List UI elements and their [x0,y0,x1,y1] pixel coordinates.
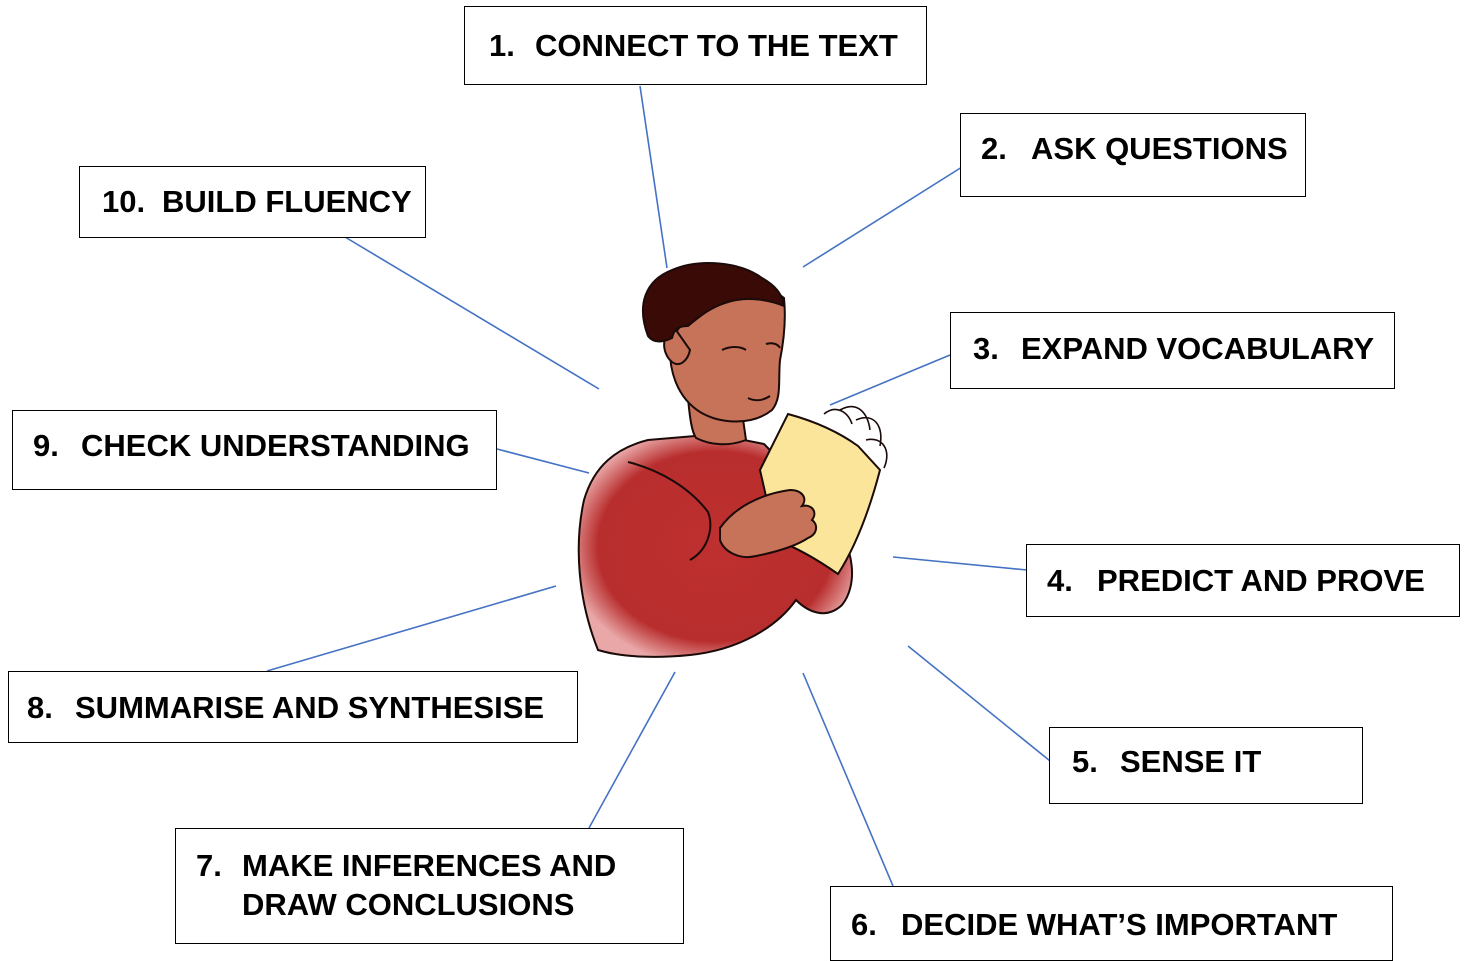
strategy-number-1: 1. [489,28,515,63]
reader-eye-right [765,342,781,349]
reader-mouth [747,395,771,402]
connector-line-4 [892,556,1028,571]
strategy-label-3: EXPAND VOCABULARY [1021,331,1375,366]
strategy-number-5: 5. [1072,744,1098,779]
connector-line-3 [829,354,951,406]
strategy-label-4: PREDICT AND PROVE [1097,563,1425,598]
reader-arm-line [627,461,712,561]
strategy-label-7-line2: DRAW CONCLUSIONS [242,887,575,922]
strategy-label-9: CHECK UNDERSTANDING [81,428,470,463]
connector-line-7 [588,671,676,829]
connector-line-9 [496,448,590,474]
connector-line-6 [802,672,894,887]
strategy-label-6: DECIDE WHAT’S IMPORTANT [901,907,1338,942]
strategy-box-4: 4. PREDICT AND PROVE [1026,544,1460,617]
strategy-label-7: MAKE INFERENCES AND [242,848,617,883]
connector-line-2 [802,166,963,268]
strategy-label-8: SUMMARISE AND SYNTHESISE [75,690,545,725]
strategy-number-6: 6. [851,907,877,942]
strategy-number-10: 10. [102,184,146,219]
connector-line-8 [266,585,557,672]
reader-hair [641,262,786,343]
strategy-box-9: 9. CHECK UNDERSTANDING [12,410,497,490]
strategy-box-5: 5. SENSE IT [1049,727,1363,804]
reader-illustration [577,262,888,658]
strategy-label-2: ASK QUESTIONS [1031,131,1288,166]
strategy-box-1: 1. CONNECT TO THE TEXT [464,6,927,85]
reader-book-pages [823,405,888,469]
strategy-label-10: BUILD FLUENCY [162,184,412,219]
strategy-box-7: 7. MAKE INFERENCES AND DRAW CONCLUSIONS [175,828,684,944]
strategy-box-8: 8. SUMMARISE AND SYNTHESISE [8,671,578,743]
connector-line-5 [907,645,1056,766]
strategy-box-2: 2. ASK QUESTIONS [960,113,1306,197]
strategy-label-5: SENSE IT [1120,744,1262,779]
strategy-label-1: CONNECT TO THE TEXT [535,28,898,63]
strategy-number-7: 7. [196,848,222,883]
connector-line-1 [639,85,668,269]
connector-lines [266,85,1056,887]
strategy-box-6: 6. DECIDE WHAT’S IMPORTANT [830,886,1393,961]
connector-line-10 [344,236,600,390]
strategy-number-9: 9. [33,428,59,463]
strategy-number-2: 2. [981,131,1007,166]
strategy-number-8: 8. [27,690,53,725]
reader-eye-left [721,346,747,351]
strategy-number-3: 3. [973,331,999,366]
strategy-box-10: 10. BUILD FLUENCY [79,166,426,238]
strategy-box-3: 3. EXPAND VOCABULARY [950,312,1395,389]
strategy-number-4: 4. [1047,563,1073,598]
reader-hand [719,488,818,558]
